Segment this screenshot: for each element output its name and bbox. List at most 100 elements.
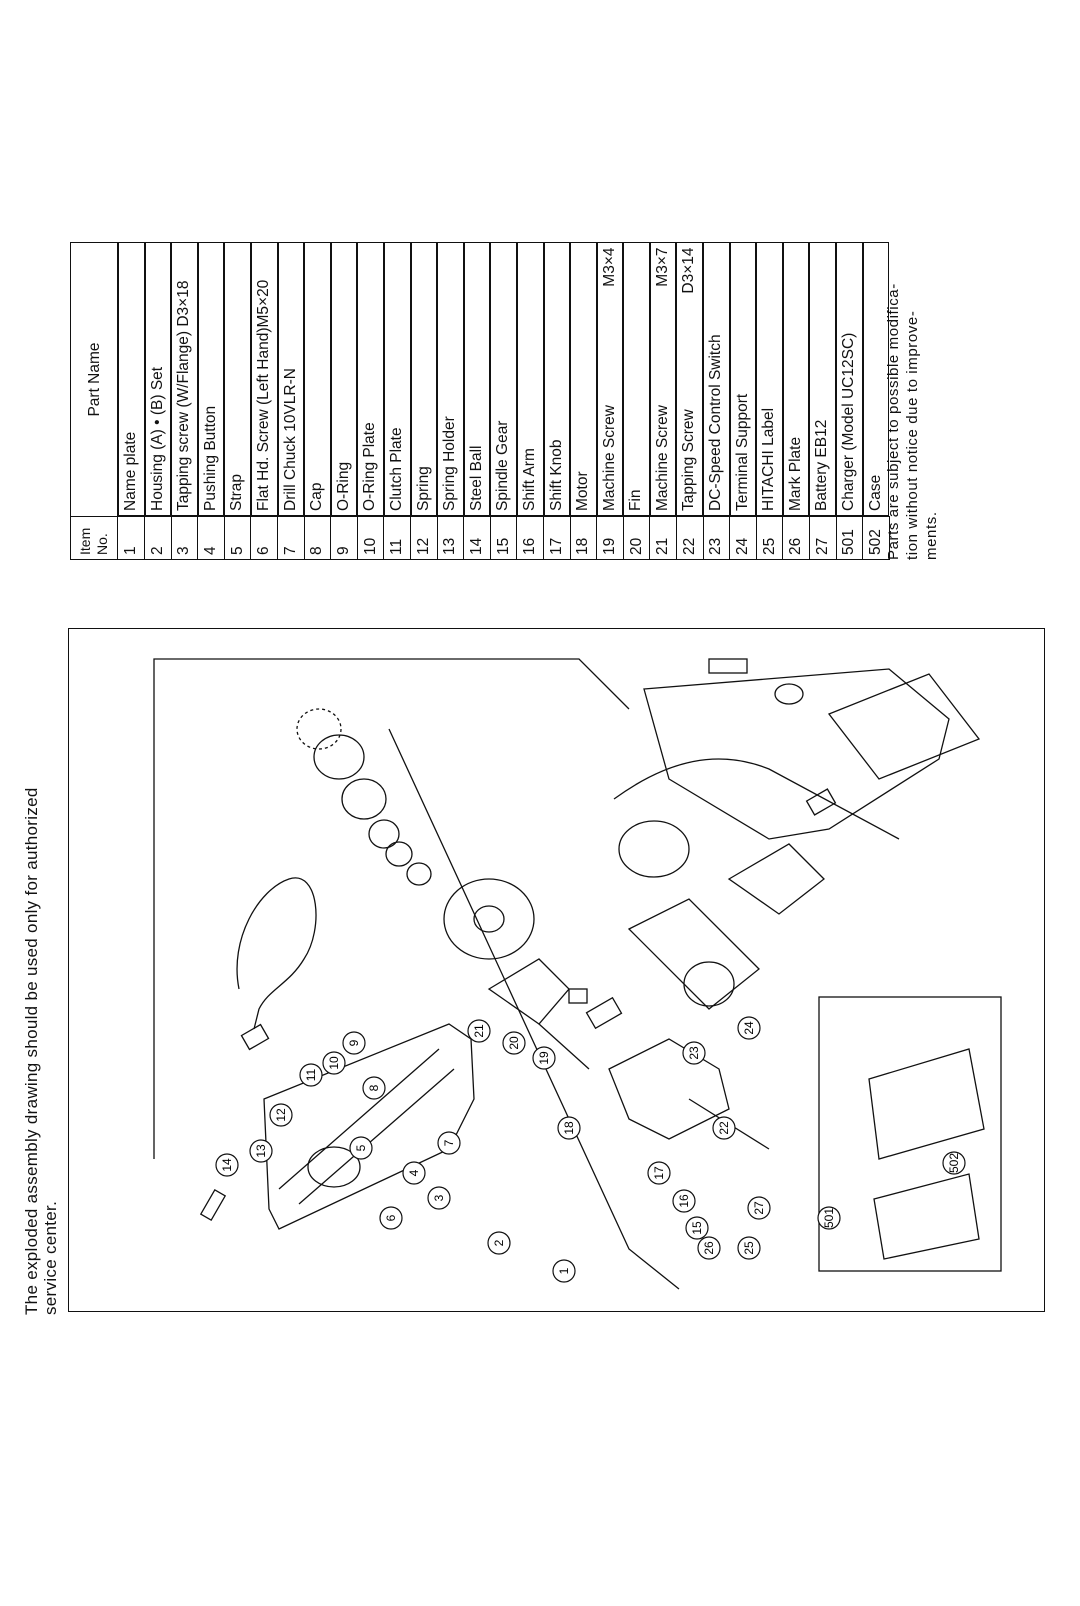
item-no-cell: 3 — [171, 516, 198, 560]
part-name-cell: Terminal Support — [729, 242, 757, 516]
part-spec-text: M3×4 — [600, 247, 618, 287]
part-name-header: Part Name — [70, 242, 118, 517]
callout-number: 502 — [947, 1153, 961, 1173]
item-no-cell: 21 — [649, 516, 677, 560]
part-name-cell: Flat Hd. Screw (Left Hand)M5×20 — [250, 242, 278, 516]
o-ring-plate-shape — [385, 841, 413, 867]
note-line-1: The exploded assembly drawing should be … — [22, 787, 41, 1315]
part-name-cell: Charger (Model UC12SC) — [836, 242, 863, 516]
callout-number: 12 — [274, 1108, 288, 1122]
part-name-text: Name plate — [122, 431, 139, 511]
callout-circle — [712, 1116, 736, 1140]
callout-circle — [269, 1103, 293, 1127]
callout-11: 11 — [299, 1063, 323, 1087]
part-name-text: Motor — [574, 471, 592, 511]
shift-arm-shape — [585, 996, 623, 1030]
item-no-cell: 1 — [117, 516, 145, 560]
callout-19: 19 — [532, 1046, 556, 1070]
callout-17: 17 — [647, 1161, 671, 1185]
callout-number: 10 — [327, 1056, 341, 1070]
item-no-cell: 7 — [277, 516, 305, 560]
callout-number: 9 — [347, 1039, 361, 1046]
callout-20: 20 — [502, 1031, 526, 1055]
housing-a-shape — [263, 1023, 475, 1230]
callout-number: 2 — [492, 1239, 506, 1246]
item-no-cell: 12 — [410, 516, 438, 560]
item-no-header-line-1: Item — [77, 527, 93, 555]
table-row: 1 Name plate — [117, 242, 145, 560]
part-name-cell: Steel Ball — [463, 242, 491, 516]
spring-holder-shape — [313, 734, 365, 780]
callout-circle — [402, 1161, 426, 1185]
item-no-cell: 8 — [304, 516, 331, 560]
part-name-text: HITACHI Label — [760, 407, 778, 511]
part-name-cell: Tapping screw (W/Flange) D3×18 — [171, 242, 198, 516]
part-name-cell: Battery EB12 — [809, 242, 837, 516]
callout-16: 16 — [672, 1189, 696, 1213]
part-name-cell: Shift Arm — [516, 242, 544, 516]
part-name-text: Strap — [228, 473, 246, 511]
steel-ball-shape — [296, 708, 342, 750]
fin-shape — [618, 820, 690, 878]
callout-circle — [747, 1196, 771, 1220]
callout-number: 501 — [822, 1208, 836, 1228]
hitachi-label-shape — [708, 658, 748, 674]
spindle-gear-shape — [608, 1038, 730, 1140]
name-plate-shape — [199, 1188, 227, 1222]
callout-27: 27 — [747, 1196, 771, 1220]
callout-6: 6 — [379, 1206, 403, 1230]
callout-circle — [737, 1236, 761, 1260]
item-no-cell: 9 — [330, 516, 358, 560]
item-no-cell: 17 — [543, 516, 571, 560]
callout-circle — [487, 1231, 511, 1255]
part-name-cell: Spring — [410, 242, 438, 516]
callout-circle — [672, 1189, 696, 1213]
callout-number: 14 — [220, 1158, 234, 1172]
item-no-cell: 24 — [729, 516, 757, 560]
callout-circle — [342, 1031, 366, 1055]
callout-4: 4 — [402, 1161, 426, 1185]
callout-circle — [427, 1186, 451, 1210]
callout-circle — [362, 1076, 386, 1100]
part-name-text: Tapping screw (W/Flange) D3×18 — [175, 280, 193, 511]
callout-number: 21 — [472, 1024, 486, 1038]
callout-18: 18 — [557, 1116, 581, 1140]
part-name-text: Charger (Model UC12SC) — [840, 332, 858, 511]
callout-22: 22 — [712, 1116, 736, 1140]
charger-shape — [873, 1173, 980, 1260]
callout-number: 25 — [742, 1241, 756, 1255]
callout-circle — [322, 1051, 346, 1075]
callout-circle — [942, 1151, 966, 1175]
callout-number: 17 — [652, 1166, 666, 1180]
callout-501: 501 — [817, 1206, 841, 1230]
callout-2: 2 — [487, 1231, 511, 1255]
callout-number: 26 — [702, 1241, 716, 1255]
callout-24: 24 — [737, 1016, 761, 1040]
callout-circle — [249, 1139, 273, 1163]
callout-circle — [379, 1206, 403, 1230]
callout-number: 6 — [384, 1214, 398, 1221]
callout-number: 24 — [742, 1021, 756, 1035]
callout-5: 5 — [349, 1136, 373, 1160]
callout-circle — [502, 1031, 526, 1055]
